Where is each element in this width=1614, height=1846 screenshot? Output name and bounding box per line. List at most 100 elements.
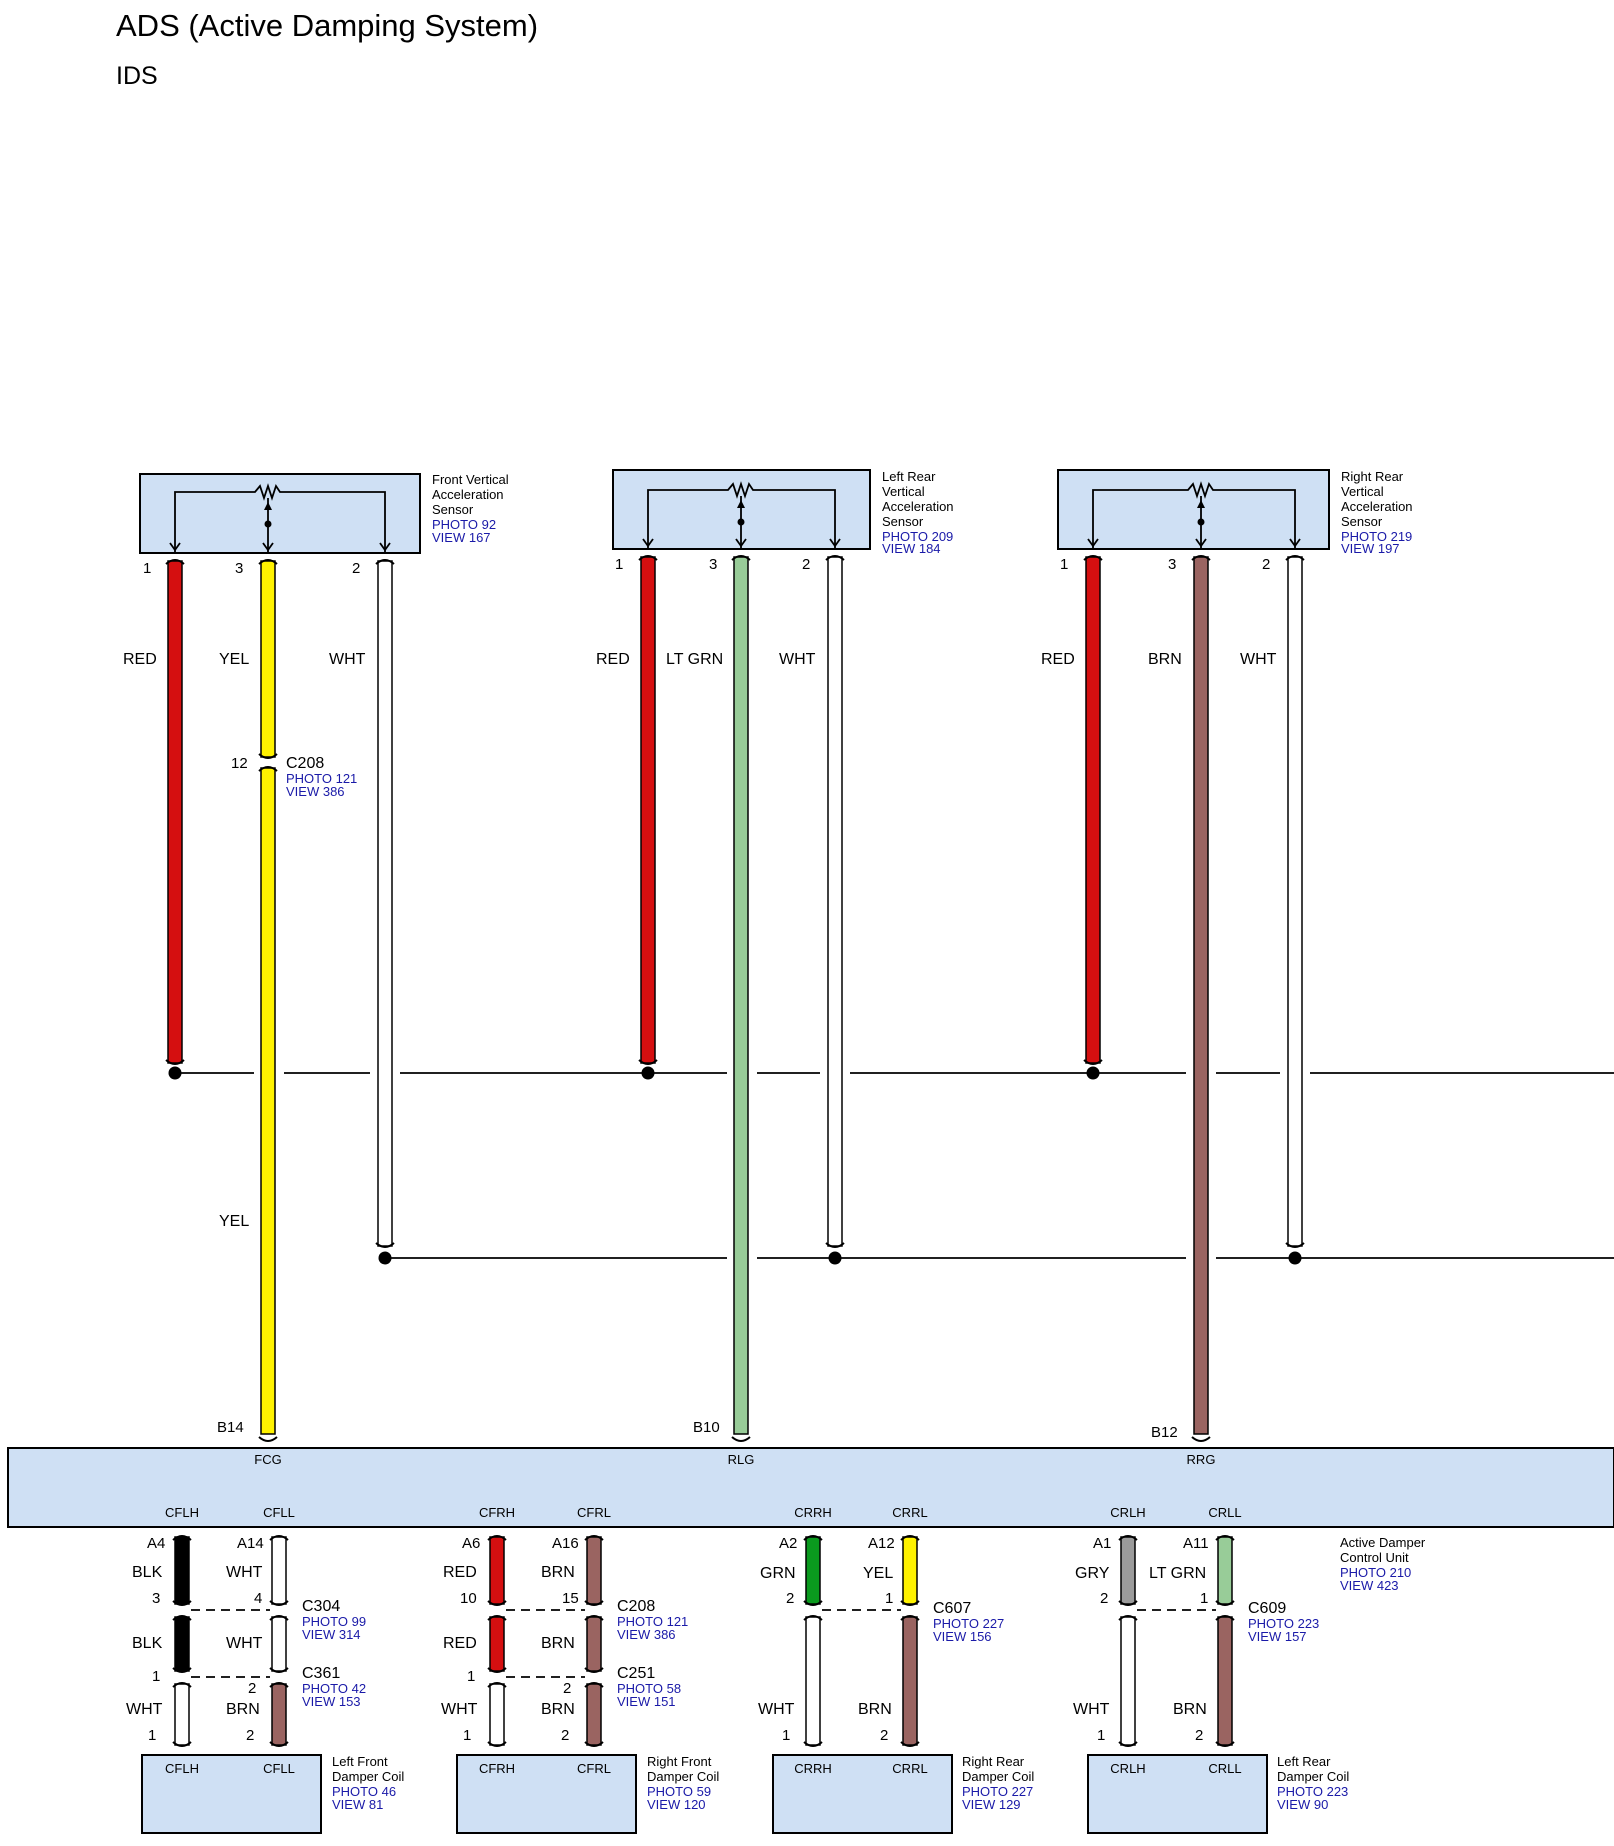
sensor-name-line: Vertical: [882, 484, 925, 499]
sensor-name-line: Front Vertical: [432, 472, 509, 487]
connector-photo-ref[interactable]: PHOTO 99: [302, 1614, 366, 1629]
coil-terminal-label: CFLL: [263, 1761, 295, 1776]
wire-color-label: WHT: [226, 1564, 263, 1581]
coil-photo-ref[interactable]: PHOTO 46: [332, 1784, 396, 1799]
coil-photo-ref[interactable]: PHOTO 59: [647, 1784, 711, 1799]
wire-color-label: WHT: [1240, 651, 1277, 668]
wire-color-label: WHT: [779, 651, 816, 668]
coil-view-ref[interactable]: VIEW 81: [332, 1797, 383, 1812]
connector-view-ref[interactable]: VIEW 151: [617, 1694, 676, 1709]
connector-photo-ref[interactable]: PHOTO 42: [302, 1681, 366, 1696]
ecu-terminal-label: CRRL: [892, 1505, 927, 1520]
sensor-name-line: Sensor: [882, 514, 924, 529]
connector-name: C361: [302, 1665, 340, 1682]
wire-color-label: BRN: [858, 1701, 892, 1718]
connector-c208-inline: 12 C208 PHOTO 121 VIEW 386 YEL: [219, 753, 357, 1230]
connector-photo-ref[interactable]: PHOTO 121: [617, 1614, 688, 1629]
sensor-photo-ref[interactable]: PHOTO 219: [1341, 529, 1412, 544]
wire-color-label: WHT: [126, 1701, 163, 1718]
connector-photo-ref[interactable]: PHOTO 121: [286, 771, 357, 786]
branch-right-front-damper: A6 A16 RED BRN 10 15 C208 PHOTO 121 VIEW…: [441, 1535, 719, 1834]
coil-view-ref[interactable]: VIEW 90: [1277, 1797, 1328, 1812]
wire-color-label: GRY: [1075, 1565, 1110, 1582]
coil-terminal-label: CRLH: [1110, 1761, 1145, 1776]
connector-view-ref[interactable]: VIEW 153: [302, 1694, 361, 1709]
coil-photo-ref[interactable]: PHOTO 223: [1277, 1784, 1348, 1799]
connector-view-ref[interactable]: VIEW 386: [286, 784, 345, 799]
coil-pin: 1: [782, 1727, 790, 1744]
ecu-terminal-label: RLG: [728, 1452, 755, 1467]
connector-name: C304: [302, 1598, 340, 1615]
wire-red: [1085, 556, 1101, 1064]
coil-photo-ref[interactable]: PHOTO 227: [962, 1784, 1033, 1799]
connector-photo-ref[interactable]: PHOTO 227: [933, 1616, 1004, 1631]
connector-view-ref[interactable]: VIEW 156: [933, 1629, 992, 1644]
coil-name-line: Left Front: [332, 1754, 388, 1769]
pin-label: 2: [352, 560, 360, 577]
splice-dot: [1288, 1251, 1302, 1265]
ecu-pin: A2: [779, 1535, 797, 1552]
pin-label: 3: [709, 556, 717, 573]
coil-pin: 2: [246, 1727, 254, 1744]
connector-pin: 3: [152, 1590, 160, 1607]
sensor-name-line: Sensor: [1341, 514, 1383, 529]
ecu-view-ref[interactable]: VIEW 423: [1340, 1578, 1399, 1593]
connector-pin: 1: [467, 1668, 475, 1685]
sensor-name-line: Acceleration: [1341, 499, 1413, 514]
coil-pin: 1: [148, 1727, 156, 1744]
coil-name-line: Damper Coil: [962, 1769, 1034, 1784]
coil-terminal-label: CFRL: [577, 1761, 611, 1776]
coil-pin: 1: [1097, 1727, 1105, 1744]
coil-name-line: Right Rear: [962, 1754, 1025, 1769]
wire-color-label: WHT: [758, 1701, 795, 1718]
connector-view-ref[interactable]: VIEW 157: [1248, 1629, 1307, 1644]
connector-view-ref[interactable]: VIEW 314: [302, 1627, 361, 1642]
connector-name: C208: [286, 755, 324, 772]
wire-color-label: YEL: [219, 651, 249, 668]
wire-color-label: LT GRN: [666, 651, 723, 668]
sensor-wire-color-labels: RED YEL WHT RED LT GRN WHT RED BRN WHT: [123, 651, 1277, 668]
ecu-pin: A16: [552, 1535, 579, 1552]
coil-terminal-label: CFRH: [479, 1761, 515, 1776]
control-unit: B14 B10 B12 FCG RLG RRG CFLH CFLL CFRH C…: [7, 1419, 1614, 1593]
connector-photo-ref[interactable]: PHOTO 58: [617, 1681, 681, 1696]
pin-label: 1: [143, 560, 151, 577]
sensor-view-ref[interactable]: VIEW 197: [1341, 541, 1400, 556]
sensor-name-line: Left Rear: [882, 469, 936, 484]
wire-color-label: WHT: [1073, 1701, 1110, 1718]
sensor-photo-ref[interactable]: PHOTO 92: [432, 517, 496, 532]
coil-name-line: Right Front: [647, 1754, 712, 1769]
wire-color-label: RED: [443, 1564, 477, 1581]
wire-color-label: WHT: [441, 1701, 478, 1718]
wire-color-label: YEL: [219, 1213, 249, 1230]
ecu-pin: B14: [217, 1419, 244, 1436]
pin-label: 1: [615, 556, 623, 573]
coil-name-line: Damper Coil: [647, 1769, 719, 1784]
connector-pin: 4: [254, 1590, 262, 1607]
ecu-pin: A6: [462, 1535, 480, 1552]
ecu-photo-ref[interactable]: PHOTO 210: [1340, 1565, 1411, 1580]
sensor-photo-ref[interactable]: PHOTO 209: [882, 529, 953, 544]
pin-label: 2: [802, 556, 810, 573]
wire-lt-grn: [733, 556, 749, 1435]
connector-pin: 2: [786, 1590, 794, 1607]
coil-view-ref[interactable]: VIEW 129: [962, 1797, 1021, 1812]
coil-view-ref[interactable]: VIEW 120: [647, 1797, 706, 1812]
sensor-view-ref[interactable]: VIEW 167: [432, 530, 491, 545]
connector-view-ref[interactable]: VIEW 386: [617, 1627, 676, 1642]
coil-terminal-label: CRLL: [1208, 1761, 1241, 1776]
pin-label: 2: [1262, 556, 1270, 573]
ecu-name-line: Control Unit: [1340, 1550, 1409, 1565]
coil-terminal-label: CRRL: [892, 1761, 927, 1776]
pin-label: 3: [235, 560, 243, 577]
splice-wire-ends: [165, 1059, 1305, 1248]
sensor-right-rear-vertical: Right Rear Vertical Acceleration Sensor …: [1057, 469, 1413, 556]
wire-brn: [1193, 556, 1209, 1435]
sensor-view-ref[interactable]: VIEW 184: [882, 541, 941, 556]
ecu-terminal-label: CRLL: [1208, 1505, 1241, 1520]
ecu-pin: A11: [1183, 1535, 1209, 1552]
sensor-name-line: Acceleration: [432, 487, 504, 502]
coil-pin: 1: [463, 1727, 471, 1744]
connector-photo-ref[interactable]: PHOTO 223: [1248, 1616, 1319, 1631]
